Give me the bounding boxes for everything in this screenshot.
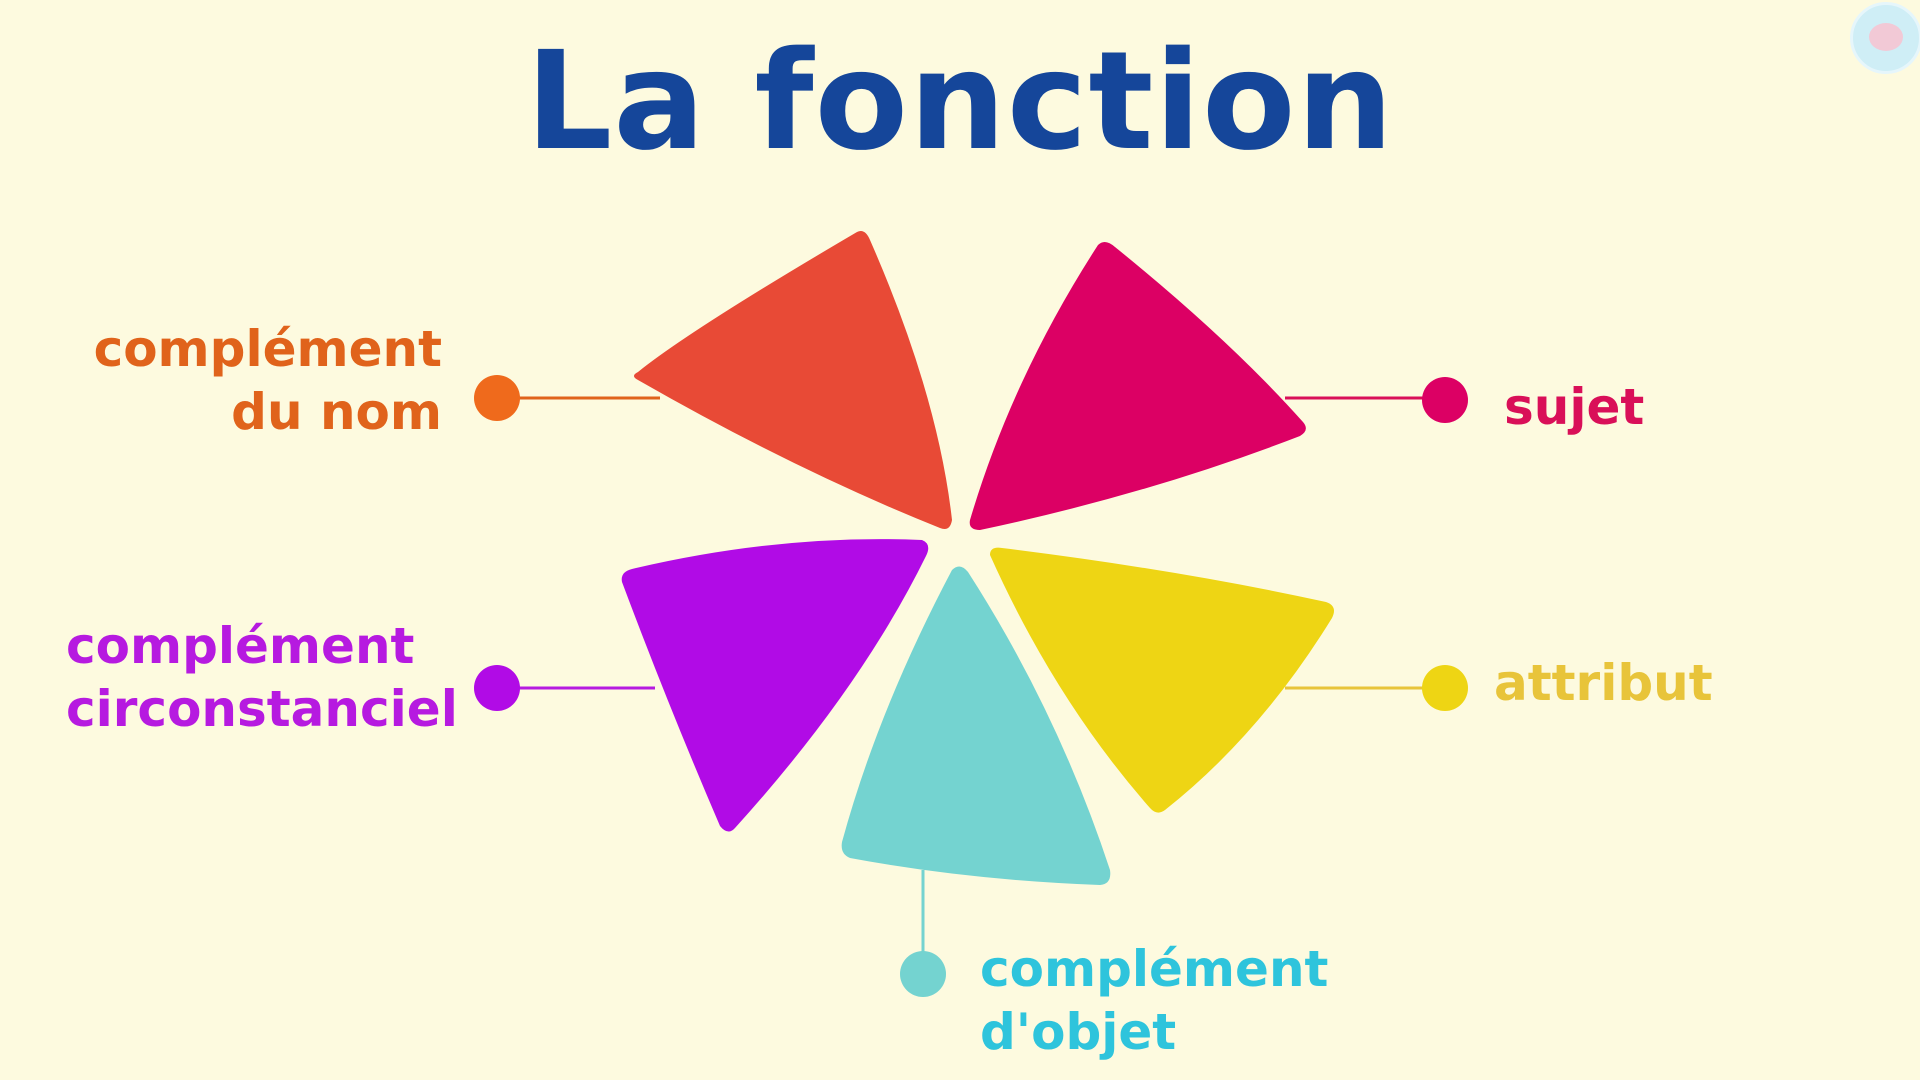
brain-logo-shape	[1869, 23, 1903, 51]
label-complement-d-objet: complément d'objet	[980, 938, 1328, 1063]
label-complement-du-nom-line2: du nom	[231, 382, 442, 441]
label-sujet: sujet	[1504, 376, 1644, 439]
petal-complement-d-objet	[841, 566, 1111, 885]
label-attribut: attribut	[1494, 652, 1713, 715]
dot-attribut	[1422, 665, 1468, 711]
label-complement-circonstanciel-line1: complément	[66, 617, 415, 675]
label-complement-du-nom-line1: complément	[93, 320, 442, 378]
petal-complement-du-nom	[634, 231, 952, 529]
label-complement-circonstanciel-line2: circonstanciel	[66, 679, 458, 738]
label-attribut-line1: attribut	[1494, 654, 1713, 712]
dot-complement-circonstanciel	[474, 665, 520, 711]
label-complement-d-objet-line2: d'objet	[980, 1002, 1177, 1061]
petal-complement-circonstanciel	[621, 539, 929, 832]
label-sujet-line1: sujet	[1504, 378, 1645, 436]
brain-logo-icon	[1850, 2, 1920, 74]
page-title: La fonction	[525, 23, 1395, 181]
label-complement-d-objet-line1: complément	[980, 940, 1329, 998]
dot-sujet	[1422, 377, 1468, 423]
label-complement-circonstanciel: complément circonstanciel	[66, 615, 458, 740]
dot-complement-du-nom	[474, 375, 520, 421]
label-complement-du-nom: complément du nom	[70, 318, 442, 443]
petal-sujet	[969, 241, 1306, 530]
petal-attribut	[990, 547, 1334, 813]
dot-complement-d-objet	[900, 951, 946, 997]
